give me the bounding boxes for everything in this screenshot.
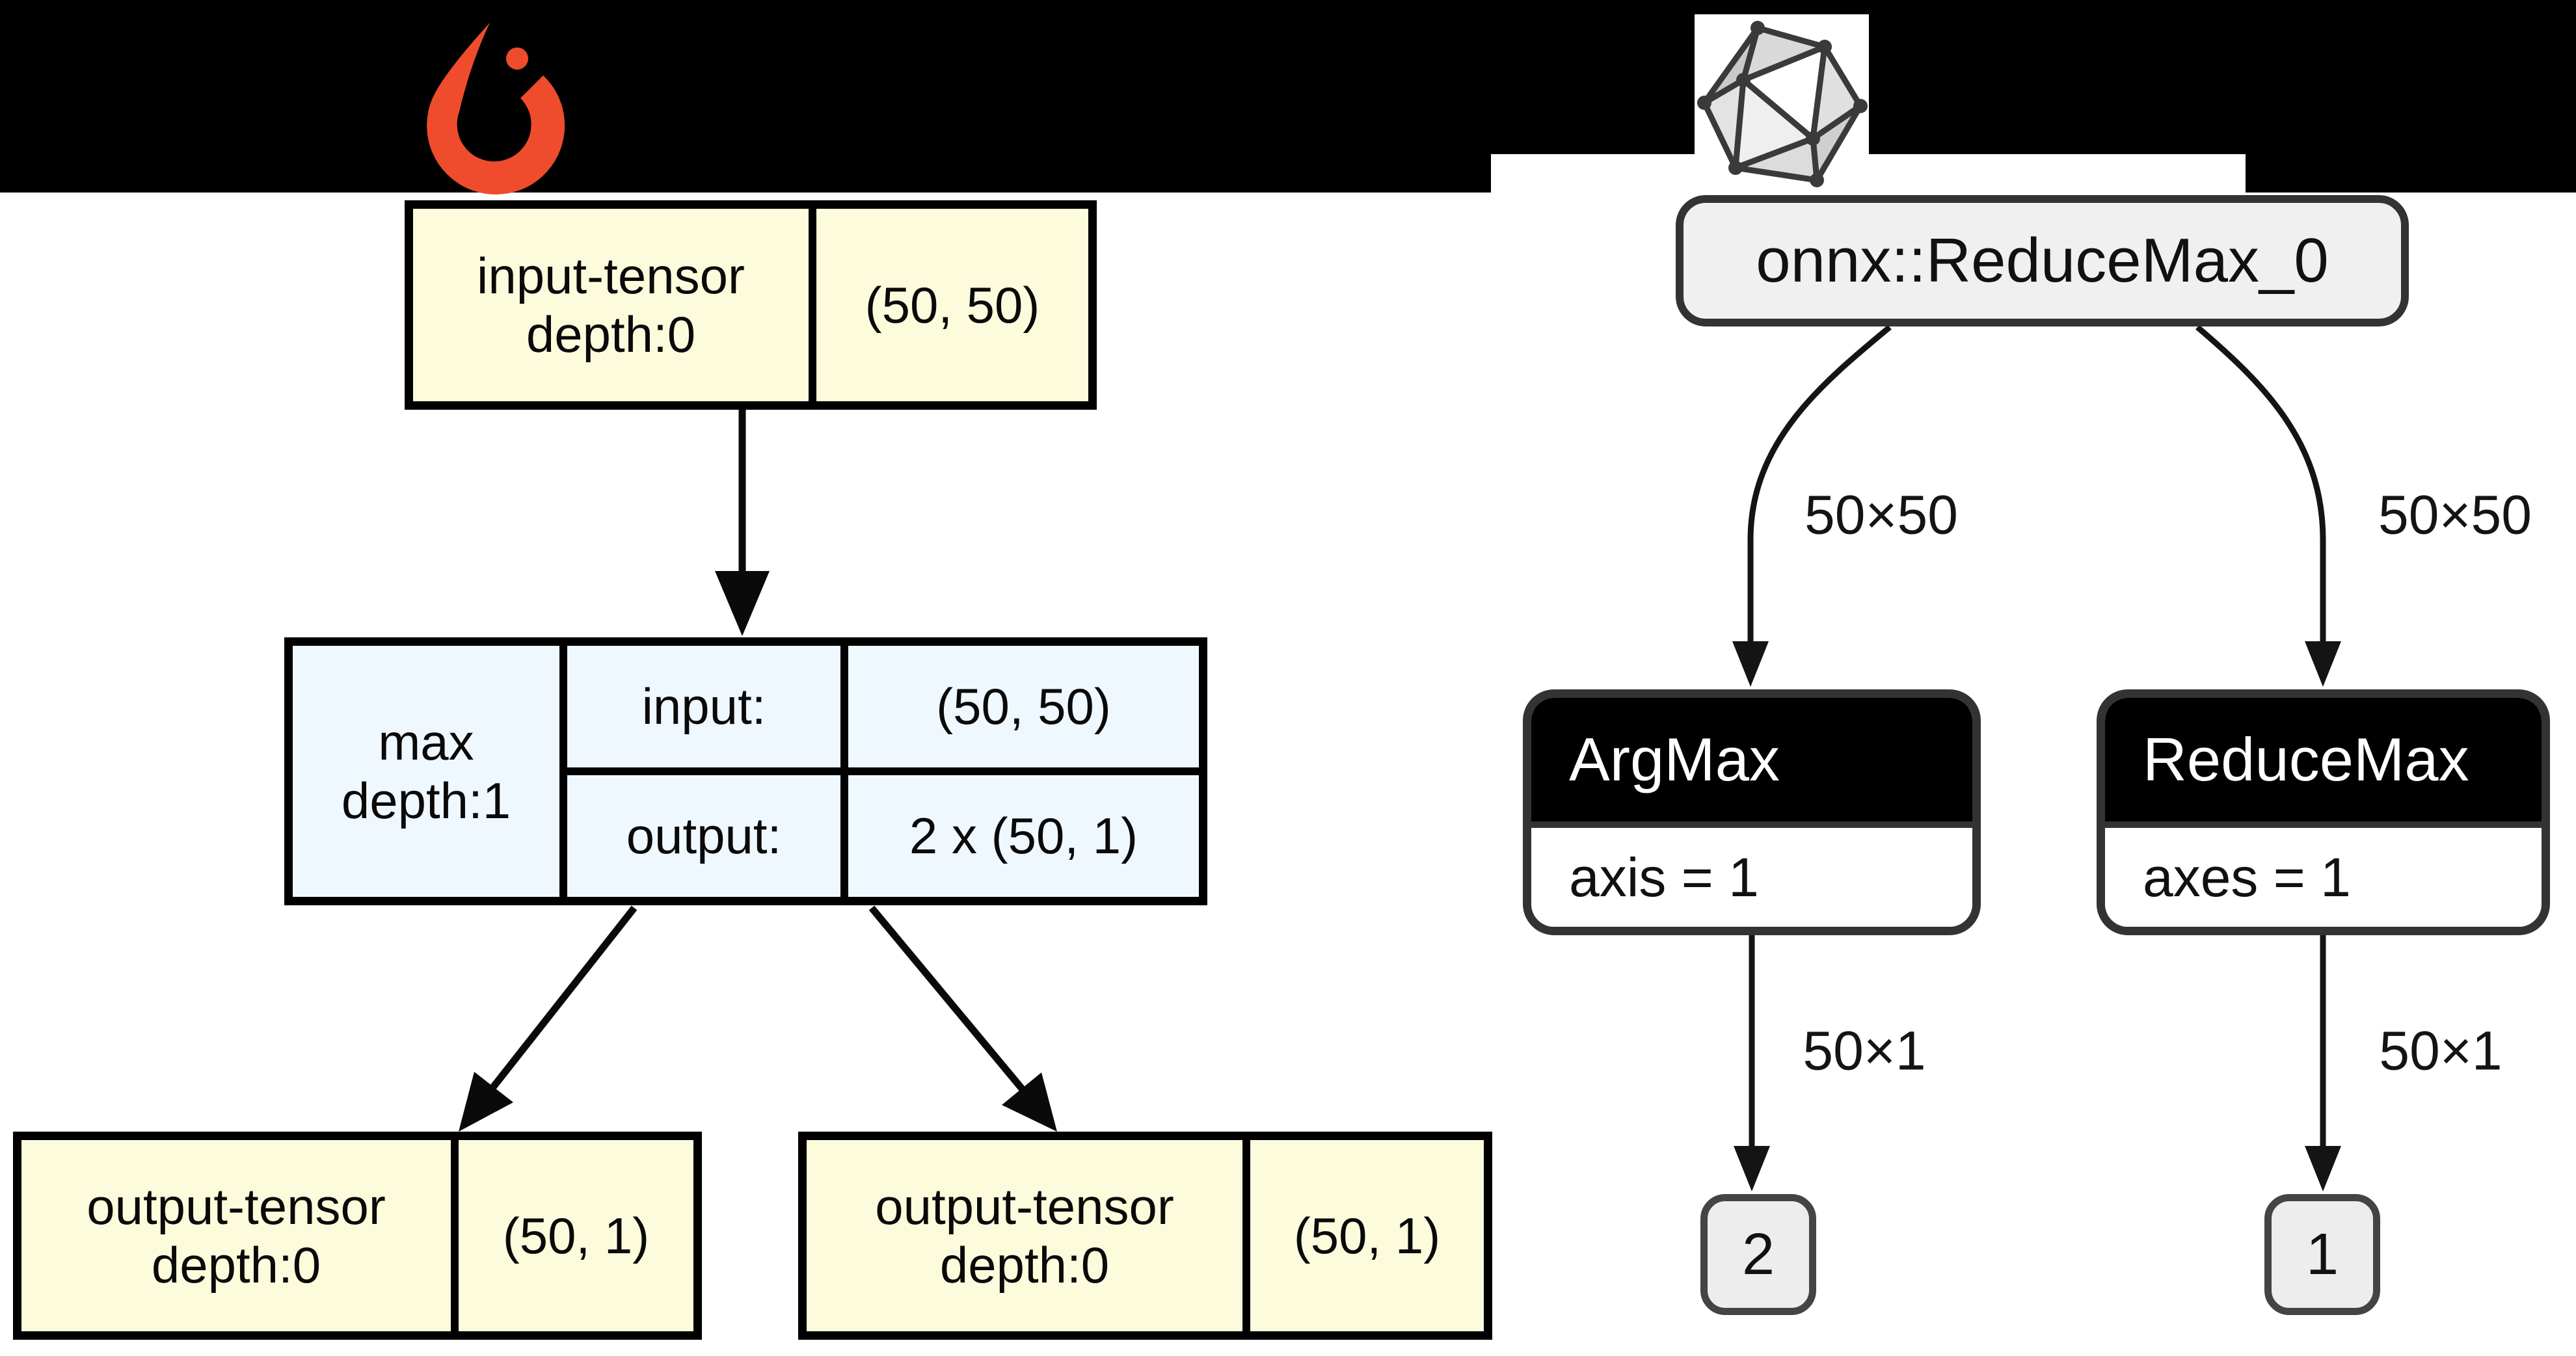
edge-label-50x50-left: 50×50: [1805, 484, 1958, 546]
input-tensor-name: input-tensor: [477, 246, 745, 304]
output-tensor-right-depth: depth:0: [939, 1236, 1110, 1294]
onnx-leaf-1-label: 1: [2305, 1221, 2339, 1287]
max-output-shape: 2 x (50, 1): [909, 807, 1138, 865]
output-tensor-left-shape: (50, 1): [502, 1206, 650, 1264]
input-tensor-shape: (50, 50): [865, 276, 1040, 334]
max-op-name: max: [378, 713, 474, 771]
edge-label-50x1-right: 50×1: [2379, 1020, 2502, 1082]
output-tensor-right-name: output-tensor: [875, 1177, 1174, 1235]
argmax-body: axis = 1: [1531, 821, 1972, 927]
pytorch-logo-icon: [427, 23, 565, 195]
edge-label-50x1-left: 50×1: [1803, 1020, 1926, 1082]
onnx-diagram-white-notch: [1491, 154, 2246, 193]
onnx-root-node: onnx::ReduceMax_0: [1676, 195, 2409, 326]
argmax-attr: axis = 1: [1569, 846, 1759, 908]
output-tensor-left-name: output-tensor: [87, 1177, 386, 1235]
reducemax-header: ReduceMax: [2105, 698, 2542, 821]
onnx-root-label: onnx::ReduceMax_0: [1756, 226, 2329, 295]
output-tensor-right-name-cell: output-tensor depth:0: [807, 1140, 1242, 1331]
output-tensor-left-shape-cell: (50, 1): [451, 1140, 693, 1331]
max-input-shape-cell: (50, 50): [840, 646, 1199, 767]
onnx-leaf-node-1: 1: [2264, 1194, 2380, 1315]
max-op-depth: depth:1: [341, 772, 511, 829]
max-op-name-cell: max depth:1: [293, 646, 559, 897]
argmax-header: ArgMax: [1531, 698, 1972, 821]
reducemax-node: ReduceMax axes = 1: [2097, 689, 2550, 935]
max-input-label: input:: [641, 678, 766, 736]
output-tensor-node-left: output-tensor depth:0 (50, 1): [13, 1132, 702, 1340]
onnx-logo-icon: [1697, 21, 1868, 187]
max-input-label-cell: input:: [567, 646, 840, 767]
argmax-node: ArgMax axis = 1: [1523, 689, 1981, 935]
max-output-label-cell: output:: [567, 775, 840, 897]
max-input-shape: (50, 50): [936, 678, 1111, 736]
output-tensor-node-right: output-tensor depth:0 (50, 1): [798, 1132, 1492, 1340]
input-tensor-name-cell: input-tensor depth:0: [413, 209, 809, 401]
output-tensor-left-depth: depth:0: [151, 1236, 321, 1294]
input-tensor-depth: depth:0: [526, 306, 696, 363]
output-tensor-left-name-cell: output-tensor depth:0: [21, 1140, 451, 1331]
output-tensor-right-shape: (50, 1): [1293, 1206, 1441, 1264]
onnx-leaf-2-label: 2: [1741, 1221, 1775, 1287]
reducemax-title: ReduceMax: [2143, 725, 2469, 793]
reducemax-body: axes = 1: [2105, 821, 2542, 927]
onnx-leaf-node-2: 2: [1700, 1194, 1816, 1315]
edge-label-50x50-right: 50×50: [2378, 484, 2532, 546]
max-output-label: output:: [626, 807, 782, 865]
max-output-shape-cell: 2 x (50, 1): [840, 775, 1199, 897]
output-tensor-right-shape-cell: (50, 1): [1242, 1140, 1484, 1331]
argmax-title: ArgMax: [1569, 725, 1780, 793]
reducemax-attr: axes = 1: [2143, 846, 2351, 908]
input-tensor-shape-cell: (50, 50): [809, 209, 1088, 401]
input-tensor-node: input-tensor depth:0 (50, 50): [405, 200, 1097, 410]
max-op-node: max depth:1 input: (50, 50) output: 2 x …: [284, 637, 1207, 905]
